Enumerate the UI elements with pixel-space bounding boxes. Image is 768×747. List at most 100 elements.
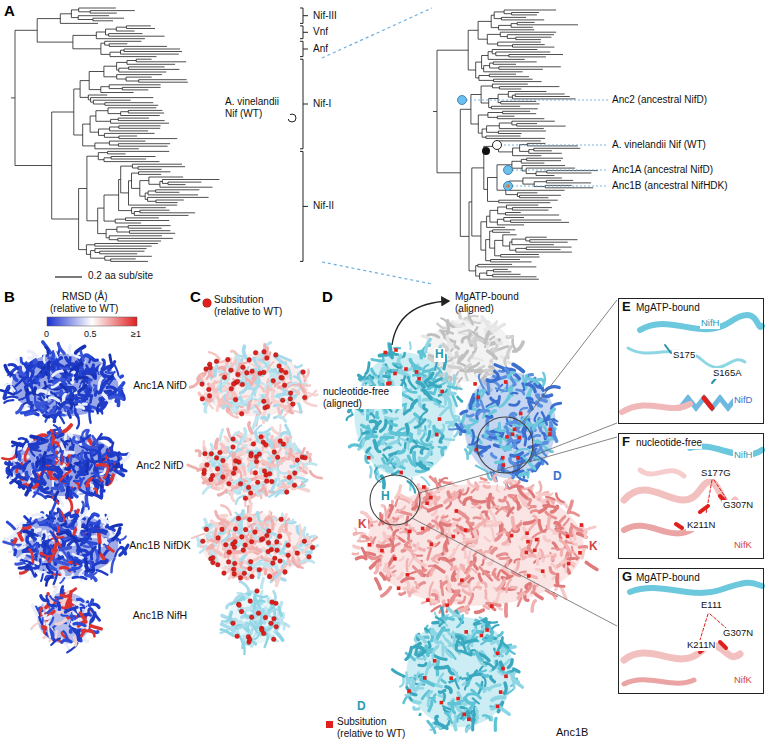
structure-ribbon (100, 438, 112, 442)
structure-ribbon (17, 463, 24, 471)
structure-ribbon (277, 633, 283, 640)
substitution-mark (249, 539, 254, 544)
structure-ribbon (11, 386, 15, 391)
structure-ribbon (84, 536, 90, 544)
structure-ribbon (90, 561, 91, 566)
structure-ribbon (278, 460, 285, 467)
structure-ribbon (216, 552, 221, 555)
structure-ribbon (43, 355, 46, 362)
structure-ribbon (221, 505, 231, 514)
structure-ribbon (222, 620, 228, 621)
substitution-mark (231, 437, 236, 442)
structure-ribbon (62, 402, 68, 405)
structure-ribbon (90, 600, 93, 605)
structure-ribbon (244, 346, 246, 357)
structure-ribbon (101, 469, 106, 474)
structure-ribbon (68, 540, 72, 546)
structure-ribbon (76, 401, 82, 402)
structure-ribbon (238, 524, 241, 532)
substitution-mark (260, 537, 265, 542)
structure-ribbon (23, 527, 30, 529)
substitution-mark (233, 540, 238, 545)
structure-ribbon (32, 479, 45, 482)
structure-ribbon (446, 321, 450, 334)
substitution-mark (239, 609, 244, 614)
structure-ribbon (253, 599, 256, 609)
substitution-mark (275, 455, 280, 460)
structure-ribbon (225, 437, 229, 441)
structure-ribbon (37, 401, 44, 406)
structure-ribbon (53, 587, 57, 597)
structure-ribbon (244, 396, 251, 402)
substitution-mark (250, 574, 255, 579)
structure-ribbon (460, 363, 466, 366)
substitution-mark (283, 570, 288, 575)
substitution-mark (264, 443, 269, 448)
structure-ribbon (5, 366, 12, 375)
structure-ribbon (462, 337, 468, 342)
structure-ribbon (92, 358, 97, 360)
substitution-mark (235, 634, 240, 639)
structure-ribbon (50, 532, 56, 542)
structure-ribbon (57, 428, 60, 436)
structure-ribbon (243, 467, 245, 475)
structure-ribbon (75, 462, 80, 465)
structure-ribbon (294, 444, 296, 450)
structure-ribbon (46, 461, 51, 465)
structure-ribbon (5, 384, 12, 386)
substitution-mark (271, 379, 276, 384)
substitution-mark (205, 463, 210, 468)
structure-ribbon (4, 400, 13, 403)
structure-ribbon (79, 385, 86, 391)
structure-ribbon (447, 337, 453, 347)
structure-ribbon (21, 486, 30, 491)
structure-ribbon (81, 451, 82, 458)
structure-ribbon (469, 313, 473, 324)
structure-ribbon (259, 360, 268, 367)
structure-ribbon (255, 541, 260, 543)
structure-ribbon (221, 630, 233, 636)
structure-ribbon (359, 429, 362, 440)
structure-ribbon (58, 603, 59, 609)
substitution-mark (242, 571, 247, 576)
structure-ribbon (300, 384, 304, 392)
structure-ribbon (192, 534, 204, 539)
structure-ribbon (67, 477, 71, 483)
structure-ribbon (120, 545, 128, 555)
substitution-mark (265, 533, 270, 538)
substitution-mark (226, 357, 231, 362)
structure-ribbon (465, 373, 467, 381)
structure-ribbon (237, 364, 240, 373)
structure-ribbon (43, 415, 49, 417)
structure-ribbon (105, 478, 110, 482)
substitution-mark (254, 459, 259, 464)
structure-ribbon (18, 552, 27, 559)
structure-ribbon (203, 481, 209, 482)
structure-ribbon (279, 416, 286, 421)
structure-ribbon (275, 383, 280, 387)
substitution-mark (262, 469, 267, 474)
structure-ribbon (84, 562, 88, 569)
structure-ribbon (493, 324, 504, 331)
substitution-mark (263, 615, 268, 620)
structure-ribbon (33, 605, 38, 615)
substitution-mark (253, 350, 258, 355)
substitution-mark (209, 452, 214, 457)
structure-ribbon (288, 520, 294, 523)
structure-ribbon (250, 503, 252, 515)
substitution-mark (271, 637, 276, 642)
structure-ribbon (207, 536, 214, 540)
structure-ribbon (74, 438, 78, 443)
structure-ribbon (302, 479, 308, 482)
substitution-mark (270, 600, 275, 605)
structure-ribbon (286, 383, 297, 388)
structure-ribbon (110, 397, 123, 399)
structure-ribbon (261, 523, 268, 525)
structure-core (12, 434, 119, 497)
structure-ribbon (108, 547, 114, 552)
substitution-mark (208, 365, 213, 370)
substitution-mark (265, 405, 270, 410)
structure-ribbon (60, 578, 64, 583)
structure-ribbon (201, 375, 202, 382)
substitution-mark (301, 370, 306, 375)
